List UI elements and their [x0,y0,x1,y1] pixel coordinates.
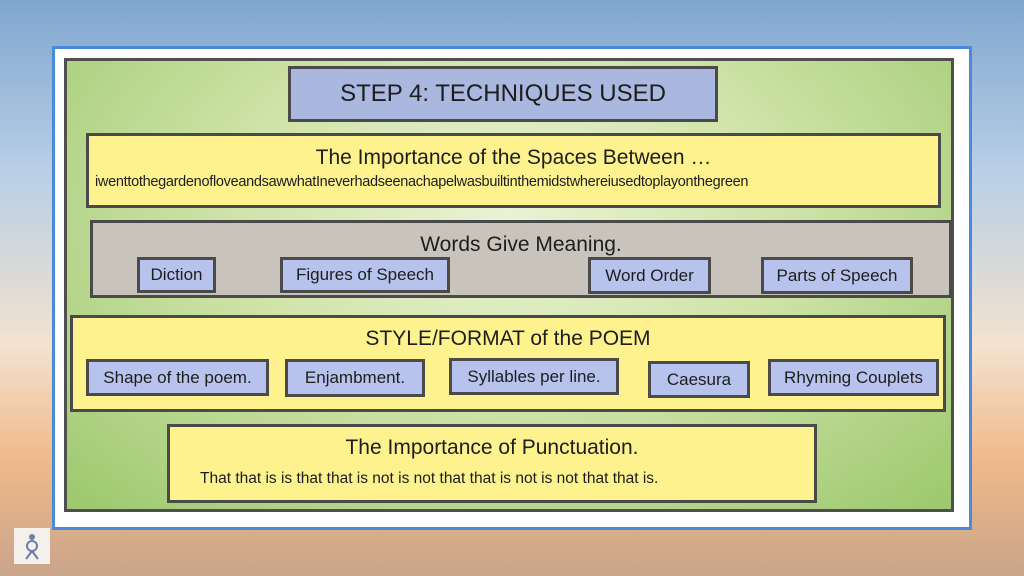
chip-parts-of-speech[interactable]: Parts of Speech [761,257,913,294]
chip-caesura[interactable]: Caesura [648,361,750,398]
spaces-box: The Importance of the Spaces Between … i… [86,133,941,208]
chip-rhyming-couplets[interactable]: Rhyming Couplets [768,359,939,396]
step-title: STEP 4: TECHNIQUES USED [288,66,718,122]
figure-logo-icon [14,528,50,564]
chip-diction[interactable]: Diction [137,257,216,293]
chip-shape-of-poem[interactable]: Shape of the poem. [86,359,269,396]
punctuation-box: The Importance of Punctuation. That that… [167,424,817,503]
chip-figures-of-speech[interactable]: Figures of Speech [280,257,450,293]
punctuation-heading: The Importance of Punctuation. [345,436,639,459]
punctuation-text: That that is is that that is not is not … [200,470,659,487]
spaces-heading: The Importance of the Spaces Between … [315,146,712,169]
chip-word-order[interactable]: Word Order [588,257,711,294]
chip-syllables-per-line[interactable]: Syllables per line. [449,358,619,395]
style-heading: STYLE/FORMAT of the POEM [365,327,651,350]
words-heading: Words Give Meaning. [420,233,622,256]
step-title-text: STEP 4: TECHNIQUES USED [340,80,666,107]
chip-enjambment[interactable]: Enjambment. [285,359,425,397]
spaces-text: iwenttothegardenofloveandsawwhatIneverha… [95,174,749,190]
